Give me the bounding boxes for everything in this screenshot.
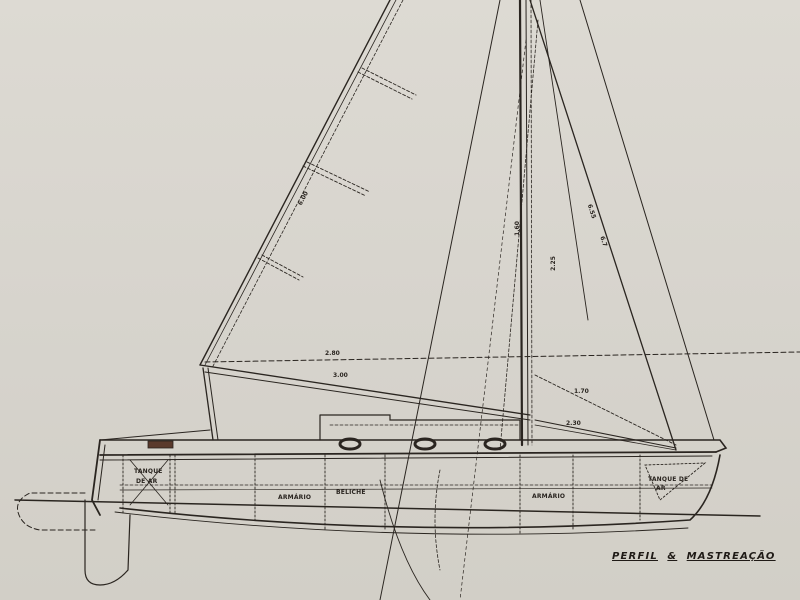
dim-fore: 2.25 [549, 256, 557, 271]
label-fwd-tank-1: TANQUE DE [648, 476, 689, 483]
label-aft-tank-2: DE AR [136, 478, 158, 485]
title-part1: PERFIL [612, 551, 658, 562]
dim-boom-upper: 2.80 [325, 350, 340, 357]
rudder [84, 499, 131, 586]
dim-boom-lower: 3.00 [333, 372, 348, 379]
dim-mast: 1.60 [513, 221, 521, 236]
dim-jib-foot-upper: 1.70 [574, 388, 589, 395]
label-aft-tank-1: TANQUE [134, 468, 163, 475]
drawing-title: PERFIL & MASTREAÇÃO [612, 551, 776, 562]
sheer-line [99, 451, 717, 456]
label-locker-fwd: ARMÁRIO [532, 493, 566, 500]
title-amp: & [667, 551, 678, 562]
rudder-swing-outline [17, 492, 96, 531]
boom [199, 364, 531, 416]
hull-bottom [119, 454, 721, 529]
title-part2: MASTREAÇÃO [686, 551, 776, 562]
mast [518, 0, 524, 447]
dim-jib-foot-lower: 2.30 [566, 420, 581, 427]
label-fwd-tank-2: AR [656, 485, 666, 492]
label-galley: BELICHE [336, 489, 366, 496]
label-locker-aft: ARMÁRIO [278, 494, 312, 501]
